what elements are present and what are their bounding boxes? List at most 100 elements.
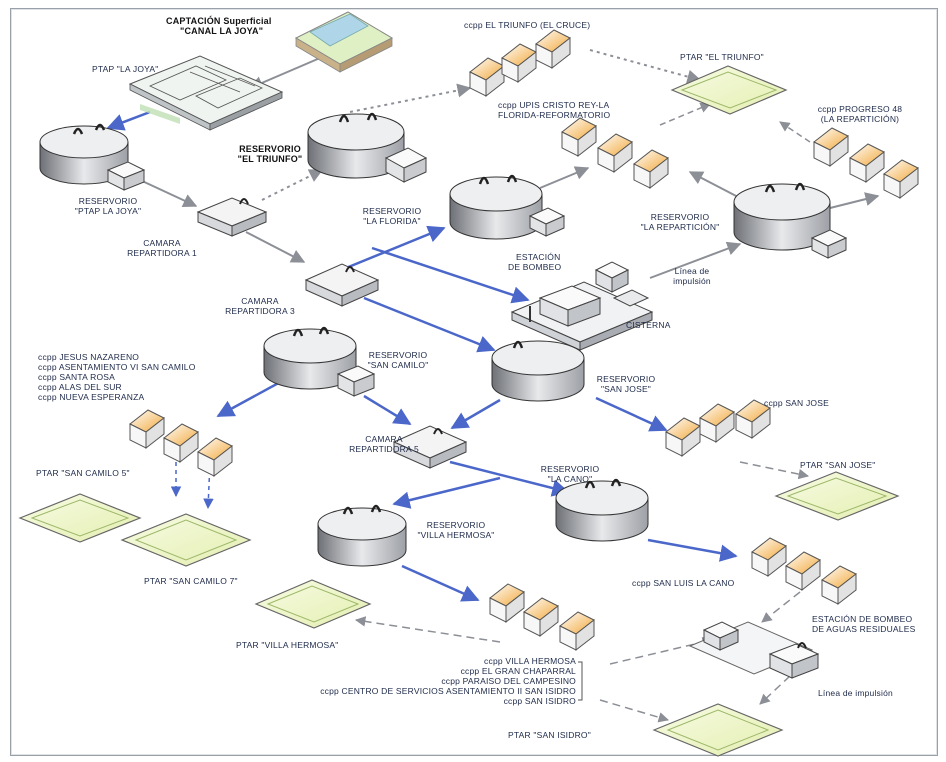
line-sancamilo-cam5 xyxy=(363,394,412,426)
line-florida-upis xyxy=(539,166,590,189)
label-reservorio-san-camilo-line2: "SAN CAMILO" xyxy=(367,360,429,370)
label-reservorio-san-camilo-line1: RESERVORIO xyxy=(368,350,428,360)
label-ccpp-group-line2: ccpp ASENTAMIENTO VI SAN CAMILO xyxy=(38,362,196,372)
label-camara-5-line1: CAMARA xyxy=(365,434,403,444)
line-ccpp-ptar-sanjose xyxy=(739,461,810,480)
line-ear-ptar-isidro xyxy=(759,675,791,705)
label-estacion-aguas-residuales: ESTACIÓN DE BOMBEO DE AGUAS RESIDUALES xyxy=(812,614,915,634)
connection-lines xyxy=(106,49,880,723)
label-reservorio-san-jose-line1: RESERVORIO xyxy=(596,374,656,384)
label-linea-impulsion-bottom: Línea de impulsión xyxy=(818,688,893,698)
label-ccpp-san-luis: ccpp SAN LUIS LA CANO xyxy=(632,578,735,588)
label-linea-impulsion-top-line1: Línea de xyxy=(674,266,710,276)
ptar-san-camilo-5 xyxy=(18,493,142,543)
label-reservorio-san-jose-line2: "SAN JOSE" xyxy=(600,384,652,394)
label-reservorio-villa-line1: RESERVORIO xyxy=(426,520,486,530)
line-sanluis-ear xyxy=(761,591,801,623)
label-reservorio-triunfo-line1: RESERVORIO xyxy=(239,144,301,154)
label-reservorio-la-cano: RESERVORIO "LA CANO" xyxy=(541,464,600,484)
line-ccpp-ptar-villa xyxy=(354,616,501,643)
line-reparticion-progreso xyxy=(829,192,880,209)
line-cam5-villa xyxy=(392,476,501,509)
label-estacion-ar-line2: DE AGUAS RESIDUALES xyxy=(812,624,916,634)
line-ccpp-ear xyxy=(609,637,714,665)
reservoir-ptap-la-joya xyxy=(39,123,146,191)
houses-ccpp-progreso xyxy=(813,127,919,200)
label-reservorio-la-cano-line1: RESERVORIO xyxy=(540,464,600,474)
line-ccpp-ptar-isidro xyxy=(599,699,670,723)
reservoir-san-camilo xyxy=(263,326,376,397)
label-ccpp-progreso-line2: (LA REPARTICIÓN) xyxy=(820,114,900,124)
label-camara-3-line2: REPARTIDORA 3 xyxy=(225,306,295,316)
label-reservorio-reparticion-line1: RESERVORIO xyxy=(650,212,710,222)
label-estacion-bombeo: ESTACIÓN DE BOMBEO xyxy=(508,252,561,272)
line-cam5-lacano xyxy=(449,460,570,497)
houses-ccpp-san-luis xyxy=(751,537,857,606)
estacion-aguas-residuales xyxy=(688,621,820,679)
label-ccpp-bottom-line1: ccpp VILLA HERMOSA xyxy=(484,656,576,666)
reservoir-san-jose xyxy=(491,340,585,402)
label-camara-3: CAMARA REPARTIDORA 3 xyxy=(225,296,295,316)
line-cam3-sanjose xyxy=(363,296,496,353)
label-ptap-la-joya: PTAP "LA JOYA" xyxy=(92,64,159,74)
label-linea-impulsion-top: Línea de impulsión xyxy=(673,266,711,286)
line-cam3-estacion xyxy=(371,246,530,304)
ptar-villa-hermosa xyxy=(254,579,372,629)
line-ptap-reservorio xyxy=(106,110,151,131)
line-sancamilo-houses xyxy=(216,378,285,418)
label-reservorio-florida-line1: RESERVORIO xyxy=(362,206,422,216)
label-linea-impulsion-top-line2: impulsión xyxy=(673,276,711,286)
houses-ccpp-villa-hermosa xyxy=(489,583,595,652)
camara-repartidora-3 xyxy=(304,263,380,307)
label-reservorio-triunfo-line2: "EL TRIUNFO" xyxy=(237,154,303,164)
reservoir-el-triunfo xyxy=(307,112,428,183)
label-reservorio-ptap: RESERVORIO "PTAP LA JOYA" xyxy=(75,196,141,216)
label-ptar-san-camilo-7: PTAR "SAN CAMILO 7" xyxy=(144,576,238,586)
label-ptar-san-jose: PTAR "SAN JOSE" xyxy=(800,460,876,470)
line-progreso-ptar xyxy=(779,121,811,143)
label-camara-1-line1: CAMARA xyxy=(143,238,181,248)
label-ccpp-progreso-line1: ccpp PROGRESO 48 xyxy=(817,104,903,114)
ptap-la-joya-plant xyxy=(128,55,284,131)
diagram-frame xyxy=(10,8,938,756)
label-reservorio-san-camilo: RESERVORIO "SAN CAMILO" xyxy=(368,350,429,370)
ptar-san-isidro xyxy=(652,703,784,757)
line-upis-ptar xyxy=(659,102,711,126)
houses-ccpp-san-jose xyxy=(665,399,771,458)
line-cam1-triunfo xyxy=(261,169,324,201)
label-camara-5: CAMARA REPARTIDORA 5 xyxy=(349,434,419,454)
camara-repartidora-5 xyxy=(392,425,468,469)
houses-ccpp-el-triunfo xyxy=(469,29,571,98)
label-estacion-bombeo-line1: ESTACIÓN xyxy=(516,252,561,262)
label-camara-3-line1: CAMARA xyxy=(241,296,279,306)
label-ccpp-group-san-camilo: ccpp JESUS NAZARENO ccpp ASENTAMIENTO VI… xyxy=(38,352,196,402)
label-estacion-bombeo-line2: DE BOMBEO xyxy=(508,262,562,272)
label-ccpp-san-jose: ccpp SAN JOSE xyxy=(764,398,829,408)
label-reservorio-florida-line2: "LA FLORIDA" xyxy=(363,216,421,226)
label-reservorio-ptap-line2: "PTAP LA JOYA" xyxy=(74,206,142,216)
line-reparticion-upis xyxy=(688,171,741,199)
label-ccpp-bottom-line5: ccpp SAN ISIDRO xyxy=(503,696,576,706)
line-sanjose-cam5 xyxy=(450,398,501,430)
reservoir-villa-hermosa xyxy=(317,504,407,567)
label-estacion-ar-line1: ESTACIÓN DE BOMBEO xyxy=(812,614,913,624)
label-camara-1-line2: REPARTIDORA 1 xyxy=(127,248,197,258)
ptar-san-jose xyxy=(774,471,900,521)
label-ccpp-group-line4: ccpp ALAS DEL SUR xyxy=(38,382,122,392)
label-cisterna: CISTERNA xyxy=(626,320,671,330)
line-sanjose-ccpp xyxy=(595,396,668,432)
label-ccpp-group-line1: ccpp JESUS NAZARENO xyxy=(38,352,140,362)
label-reservorio-florida: RESERVORIO "LA FLORIDA" xyxy=(363,206,422,226)
label-captacion: CAPTACIÓN Superficial "CANAL LA JOYA" xyxy=(166,16,272,36)
line-lacano-sanluis xyxy=(647,538,738,562)
label-ptar-san-camilo-5: PTAR "SAN CAMILO 5" xyxy=(36,468,130,478)
line-triunfo-ccpp xyxy=(349,83,472,113)
label-ccpp-bottom-line4: ccpp CENTRO DE SERVICIOS ASENTAMIENTO II… xyxy=(320,686,576,696)
line-villa-houses xyxy=(401,564,480,602)
camara-repartidora-1 xyxy=(196,197,268,237)
label-ptar-villa-hermosa: PTAR "VILLA HERMOSA" xyxy=(236,640,339,650)
label-ccpp-upis: ccpp UPIS CRISTO REY-LA FLORIDA-REFORMAT… xyxy=(498,100,610,120)
label-reservorio-san-jose: RESERVORIO "SAN JOSE" xyxy=(597,374,656,394)
line-estacion-reparticion xyxy=(649,241,742,279)
